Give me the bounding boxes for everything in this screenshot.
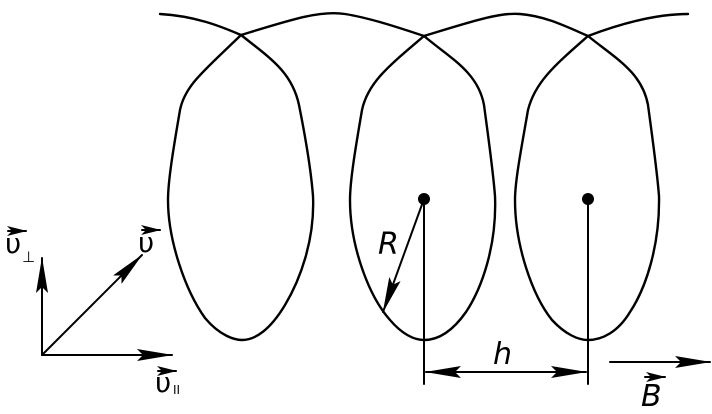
- velocity-perp-subscript: ⊥: [22, 248, 35, 266]
- velocity-arrow: [41, 254, 143, 356]
- helix-loop-2: [348, 34, 497, 342]
- helix-top-arc-4: [586, 12, 690, 38]
- field-label-group: B: [641, 372, 666, 414]
- velocity-perp-label-group: υ ⊥: [5, 226, 35, 266]
- helix-top-arc-3: [422, 12, 590, 38]
- helix-loop-1: [166, 33, 315, 342]
- velocity-label-group: υ: [138, 225, 161, 259]
- pitch-label: h: [493, 337, 512, 372]
- radius-arrow: [382, 198, 425, 313]
- velocity-par-label-group: υ II: [155, 366, 180, 399]
- radius-label: R: [378, 227, 399, 262]
- velocity-par-subscript: II: [173, 383, 180, 397]
- helix-top-arc-2: [239, 11, 426, 38]
- field-label: B: [641, 379, 662, 414]
- helix-top-arc-1: [158, 12, 243, 37]
